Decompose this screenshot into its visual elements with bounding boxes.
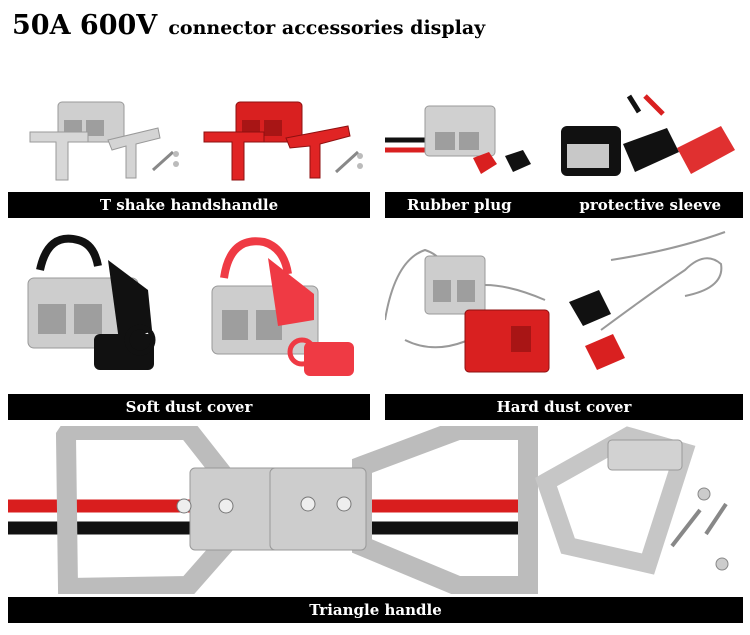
protective-sleeve-label: protective sleeve <box>579 196 721 214</box>
page-title: 50A 600V connector accessories display <box>12 10 485 50</box>
triangle-handle-label: Triangle handle <box>8 597 743 623</box>
t-handle-photo <box>8 90 370 190</box>
triangle-handle-photo <box>8 426 743 594</box>
hard-dust-cover-photo <box>385 230 743 392</box>
gray-connector-with-t-handle <box>29 101 125 181</box>
soft-dust-cover-photo <box>8 230 370 392</box>
rubber-plug-label: Rubber plug <box>407 196 512 214</box>
t-handle-label: T shake handshandle <box>8 192 370 218</box>
title-sub: connector accessories display <box>168 17 486 39</box>
plug-sleeve-photo <box>385 92 743 190</box>
hard-dust-cover-label: Hard dust cover <box>385 394 743 420</box>
title-main: 50A 600V <box>12 10 158 41</box>
plug-sleeve-label-bar: Rubber plug protective sleeve <box>385 192 743 218</box>
soft-dust-cover-label: Soft dust cover <box>8 394 370 420</box>
